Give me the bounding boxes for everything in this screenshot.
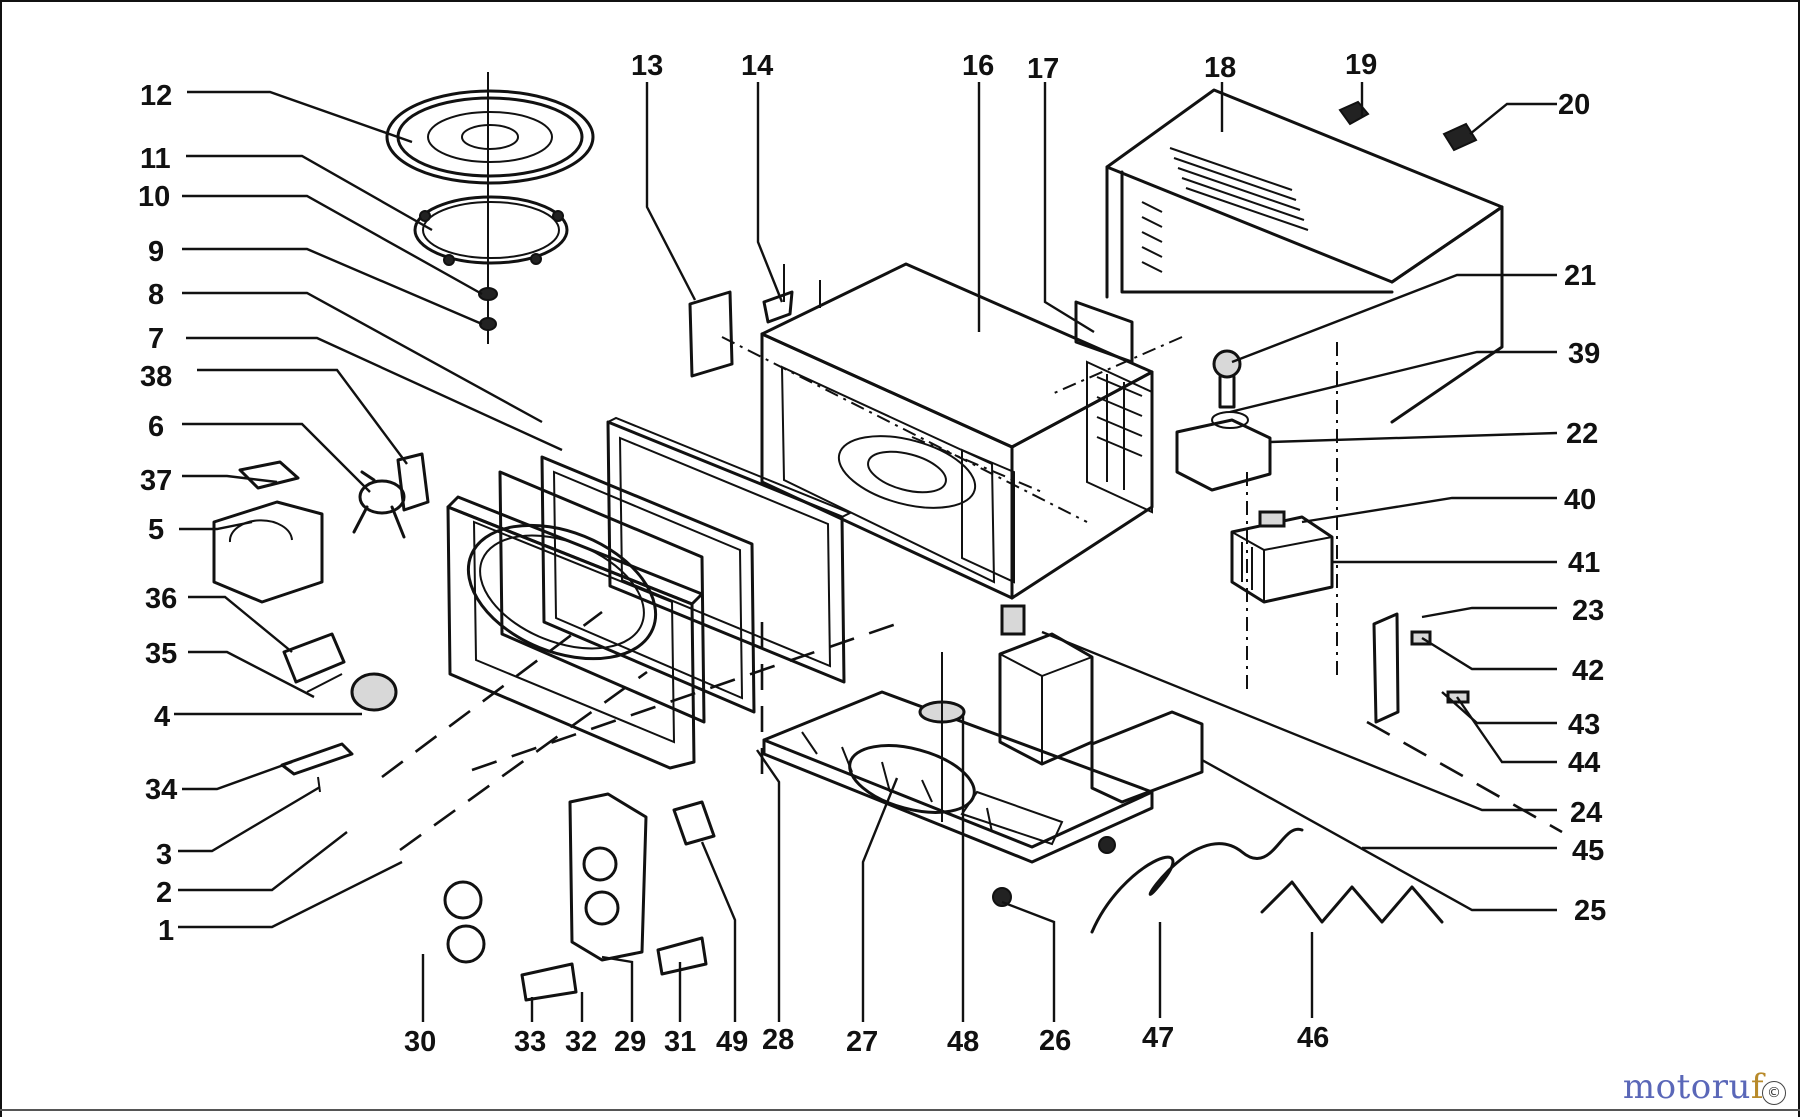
top-clips	[1338, 100, 1478, 152]
fan-motor-capacitor	[282, 632, 398, 712]
callout-6: 6	[148, 411, 164, 443]
callout-1: 1	[158, 915, 174, 947]
callout-17: 17	[1027, 53, 1059, 85]
control-panel	[568, 792, 648, 962]
callout-26: 26	[1039, 1025, 1071, 1057]
fuse-holder	[280, 742, 354, 793]
door-hinge-screws	[762, 264, 821, 324]
callout-11: 11	[140, 143, 171, 175]
transformer	[998, 604, 1094, 766]
power-cord-and-harness	[1090, 827, 1444, 934]
callout-34: 34	[145, 774, 177, 806]
turntable-shaft	[478, 72, 498, 344]
door-inner-screen	[498, 455, 756, 724]
callout-2: 2	[156, 877, 172, 909]
callout-42: 42	[1572, 655, 1604, 687]
capacitor-bracket	[1090, 710, 1204, 804]
watermark-part-b: f	[1750, 1067, 1764, 1107]
callout-18: 18	[1204, 52, 1236, 84]
watermark-part-a: motoru	[1622, 1067, 1751, 1107]
callout-33: 33	[514, 1026, 546, 1058]
callout-4: 4	[154, 701, 170, 733]
callout-31: 31	[664, 1026, 696, 1058]
callout-36: 36	[145, 583, 177, 615]
callout-39: 39	[1568, 338, 1600, 370]
callout-16: 16	[962, 50, 994, 82]
callout-48: 48	[947, 1026, 979, 1058]
stirrer-motor-and-fuse	[1211, 349, 1249, 429]
roller-ring	[413, 195, 569, 266]
oven-cavity	[760, 262, 1154, 600]
callout-38: 38	[140, 361, 172, 393]
callout-49: 49	[716, 1026, 748, 1058]
stirrer-motor-base	[918, 652, 966, 822]
callout-25: 25	[1574, 895, 1606, 927]
turntable-glass-plate	[385, 89, 595, 185]
waveguide-cover	[1074, 300, 1134, 364]
callout-43: 43	[1568, 709, 1600, 741]
callout-13: 13	[631, 50, 663, 82]
bottom-rule	[0, 1109, 1800, 1111]
callout-37: 37	[140, 465, 172, 497]
callout-46: 46	[1297, 1022, 1329, 1054]
magnetron	[1230, 510, 1334, 604]
assembly-guide-lines	[381, 336, 1563, 852]
callout-7: 7	[148, 323, 164, 355]
callout-23: 23	[1572, 595, 1604, 627]
mica-cover	[688, 290, 734, 378]
callout-44: 44	[1568, 747, 1600, 779]
cooling-fan-assembly	[212, 460, 406, 604]
watermark-logo: motoruf	[1623, 1067, 1764, 1107]
copyright-icon: ©	[1762, 1081, 1786, 1105]
door-front-panel	[446, 495, 704, 770]
callout-10: 10	[138, 181, 170, 213]
callout-30: 30	[404, 1026, 436, 1058]
callout-14: 14	[741, 50, 773, 82]
leader-lines	[174, 82, 1558, 1022]
callout-8: 8	[148, 279, 164, 311]
callout-41: 41	[1568, 547, 1600, 579]
callout-40: 40	[1564, 484, 1596, 516]
callout-12: 12	[140, 80, 172, 112]
callout-29: 29	[614, 1026, 646, 1058]
base-foot-and-screws	[992, 836, 1116, 907]
door-frame	[606, 416, 853, 684]
callout-45: 45	[1572, 835, 1604, 867]
control-knobs	[443, 880, 486, 964]
callout-20: 20	[1558, 89, 1590, 121]
callout-3: 3	[156, 839, 172, 871]
callout-9: 9	[148, 236, 164, 268]
callout-32: 32	[565, 1026, 597, 1058]
callout-5: 5	[148, 514, 164, 546]
part-number-callouts: 12 11 10 9 8 7 38 6 37 5 36 35 4 34 3 2 …	[138, 49, 1606, 1058]
waveguide-bracket	[1175, 418, 1272, 492]
door-switch-latch	[520, 800, 716, 1002]
thermal-cutout	[396, 452, 430, 512]
callout-21: 21	[1564, 260, 1596, 292]
callout-28: 28	[762, 1024, 794, 1056]
callout-27: 27	[846, 1026, 878, 1058]
callout-47: 47	[1142, 1022, 1174, 1054]
callout-19: 19	[1345, 49, 1377, 81]
callout-24: 24	[1570, 797, 1602, 829]
control-panel-bracket	[1372, 612, 1470, 724]
outer-cabinet	[1105, 88, 1504, 424]
callout-35: 35	[145, 638, 177, 670]
callout-22: 22	[1566, 418, 1598, 450]
